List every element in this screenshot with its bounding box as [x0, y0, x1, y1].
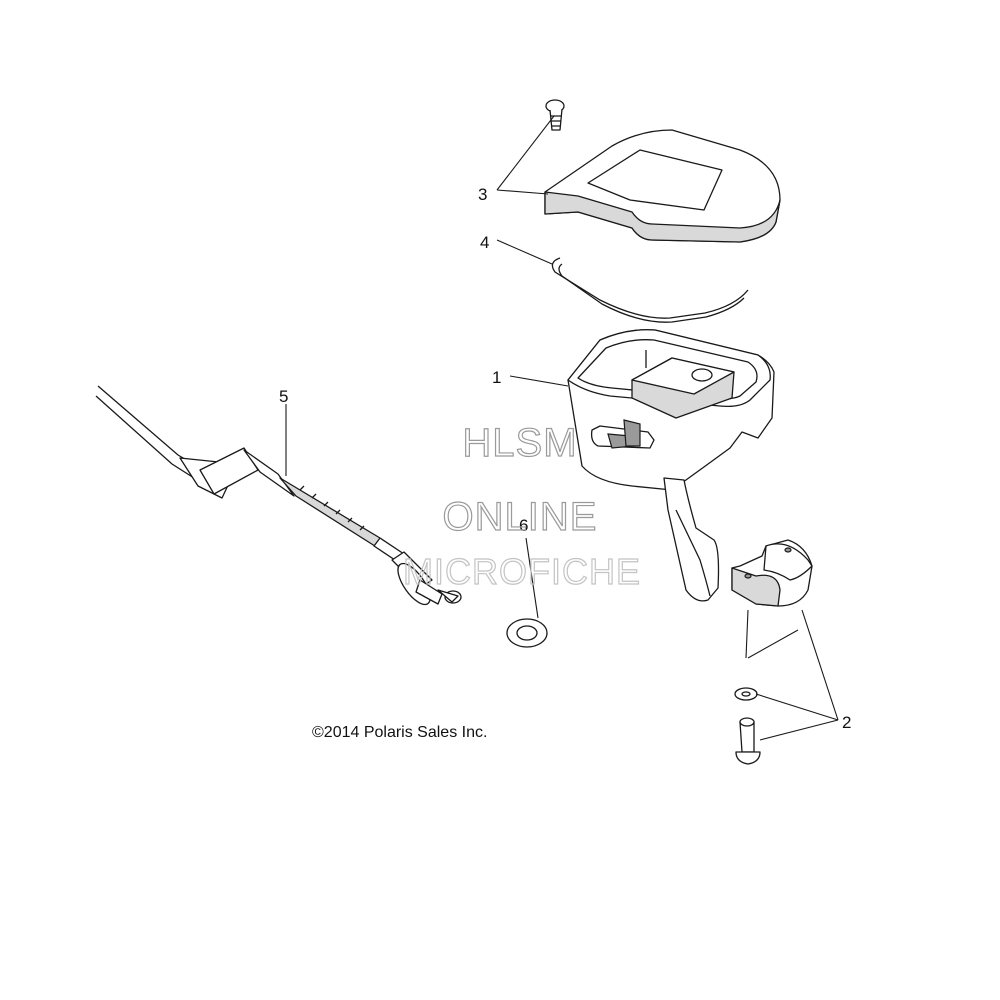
callout-1: 1 [492, 368, 501, 387]
callout-6: 6 [519, 516, 528, 535]
part-2-clamp [731, 539, 813, 607]
watermark-line-1: HLSM [462, 421, 577, 465]
part-2-bolt [735, 717, 761, 765]
part-6-oring [506, 618, 548, 648]
part-1-master-cylinder [567, 329, 775, 602]
callout-5: 5 [279, 387, 288, 406]
leader-lines [285, 115, 839, 741]
part-4-gasket [551, 257, 749, 323]
part-2-washer [734, 687, 758, 701]
watermark-line-2: ONLINE [443, 495, 598, 539]
callout-3: 3 [478, 185, 487, 204]
part-5-cable [95, 385, 462, 606]
watermark-line-3: MICROFICHE [403, 551, 641, 592]
callout-2: 2 [842, 713, 851, 732]
watermark: HLSM ONLINE MICROFICHE [402, 420, 641, 592]
part-3-cover [544, 129, 781, 243]
callout-4: 4 [480, 233, 489, 252]
part-3-screw [545, 99, 565, 131]
copyright-text: ©2014 Polaris Sales Inc. [312, 724, 487, 741]
